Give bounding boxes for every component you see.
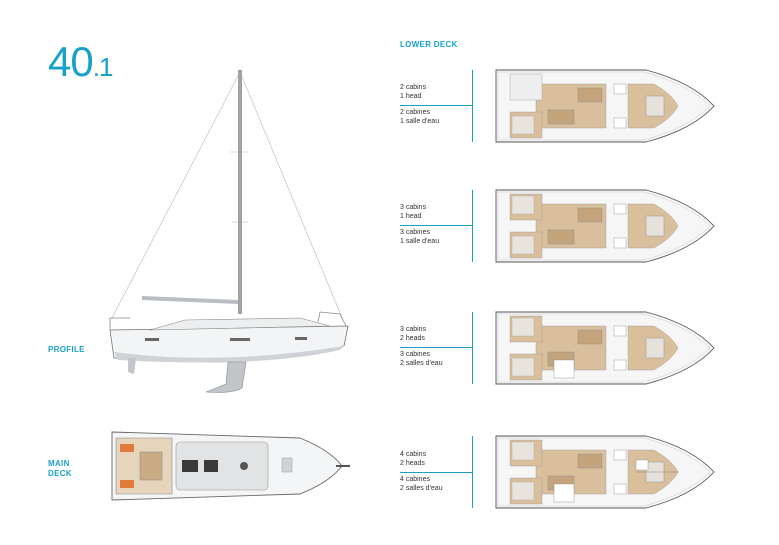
layout-3-fr: 3 cabines 2 salles d'eau [400, 350, 443, 368]
layout-2-hline [400, 225, 472, 226]
hull-window-3 [295, 337, 307, 340]
main-deck-label: MAIN DECK [48, 459, 72, 479]
model-number-main: 40 [48, 38, 94, 85]
model-number: 40.1 [48, 38, 114, 86]
hull-bottom [114, 346, 344, 363]
cushion-2 [120, 480, 134, 488]
hull-window-2 [230, 338, 250, 341]
main-deck-hull [111, 431, 343, 501]
layout-3-vline [472, 312, 473, 384]
layout-1-salles: 1 salle d'eau [400, 118, 440, 125]
rudder [128, 358, 136, 374]
layout-2-heads: 1 head [400, 213, 422, 220]
lower-deck-plan-4 [495, 435, 715, 509]
layout-4-salles: 2 salles d'eau [400, 485, 443, 492]
hatch-2 [204, 460, 218, 472]
hull-profile [109, 325, 349, 363]
layout-2-cabins: 3 cabins [400, 204, 427, 211]
mast-step [240, 462, 248, 470]
bow-hatch [281, 457, 293, 473]
deckhouse [149, 317, 331, 331]
layout-2-cabines: 3 cabines [400, 229, 430, 236]
cushion-1 [120, 444, 134, 452]
layout-label-2: 3 cabins 1 head 3 cabines 1 salle d'eau [400, 203, 439, 246]
layout-4-en: 4 cabins 2 heads [400, 450, 443, 468]
layout-3-heads: 2 heads [400, 335, 425, 342]
layout-4-cabines: 4 cabines [400, 476, 430, 483]
rigging [111, 71, 344, 321]
stern-rail [109, 317, 130, 330]
layout-2-salles: 1 salle d'eau [400, 238, 440, 245]
layout-label-1: 2 cabins 1 head 2 cabines 1 salle d'eau [400, 83, 439, 126]
layout-3-en: 3 cabins 2 heads [400, 325, 443, 343]
layout-1-cabines: 2 cabines [400, 109, 430, 116]
pulpit [317, 311, 347, 327]
layout-4-fr: 4 cabines 2 salles d'eau [400, 475, 443, 493]
layout-1-heads: 1 head [400, 93, 422, 100]
main-deck-cockpit [115, 437, 173, 495]
layout-1-vline [472, 70, 473, 142]
hatch-1 [182, 460, 198, 472]
layout-4-cabins: 4 cabins [400, 451, 427, 458]
layout-1-en: 2 cabins 1 head [400, 83, 439, 101]
layout-2-en: 3 cabins 1 head [400, 203, 439, 221]
model-number-suffix: .1 [92, 52, 114, 82]
hull-window-1 [145, 338, 159, 341]
layout-3-salles: 2 salles d'eau [400, 360, 443, 367]
boom [142, 296, 238, 304]
mast [238, 70, 242, 314]
layout-4-vline [472, 436, 473, 508]
layout-4-hline [400, 472, 472, 473]
layout-1-cabins: 2 cabins [400, 84, 427, 91]
keel [205, 361, 247, 393]
lower-deck-plan-1 [495, 69, 715, 143]
layout-label-4: 4 cabins 2 heads 4 cabines 2 salles d'eau [400, 450, 443, 493]
layout-2-vline [472, 190, 473, 262]
lower-deck-title: LOWER DECK [400, 40, 458, 49]
layout-4-heads: 2 heads [400, 460, 425, 467]
layout-1-fr: 2 cabines 1 salle d'eau [400, 108, 439, 126]
layout-3-hline [400, 347, 472, 348]
coachroof [175, 441, 269, 491]
layout-3-cabines: 3 cabines [400, 351, 430, 358]
main-deck-label-line2: DECK [48, 469, 72, 478]
lower-deck-plan-3 [495, 311, 715, 385]
main-deck-label-line1: MAIN [48, 459, 70, 468]
lower-deck-plan-2 [495, 189, 715, 263]
layout-label-3: 3 cabins 2 heads 3 cabines 2 salles d'eau [400, 325, 443, 368]
layout-3-cabins: 3 cabins [400, 326, 427, 333]
profile-label: PROFILE [48, 345, 85, 354]
cockpit-table [139, 451, 163, 481]
layout-2-fr: 3 cabines 1 salle d'eau [400, 228, 439, 246]
layout-1-hline [400, 105, 472, 106]
